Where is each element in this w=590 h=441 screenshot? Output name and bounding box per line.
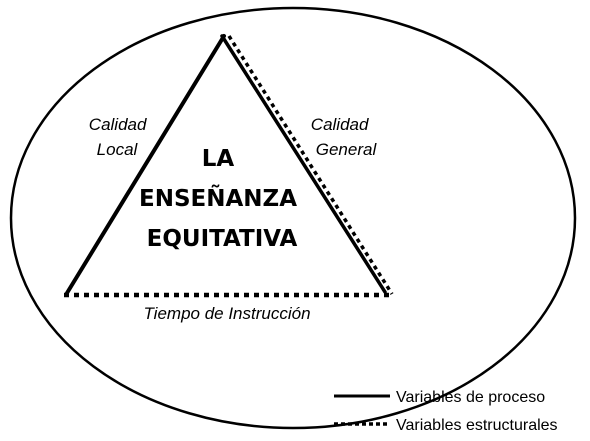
triangle-right-side-solid xyxy=(220,34,387,294)
center-title: LA ENSEÑANZA EQUITATIVA xyxy=(139,146,305,252)
legend: Variables de proceso Variables estructur… xyxy=(334,389,558,434)
right-side-label-line-1: Calidad xyxy=(311,115,369,134)
legend-solid-label: Variables de proceso xyxy=(396,389,545,406)
outer-circle xyxy=(9,6,577,430)
left-side-label-line-2: Local xyxy=(97,140,139,159)
right-side-label-line-2: General xyxy=(316,140,378,159)
center-title-line-1: LA xyxy=(202,146,235,172)
left-side-label: Calidad Local xyxy=(89,115,151,159)
center-title-line-2: ENSEÑANZA xyxy=(139,184,297,212)
center-title-line-3: EQUITATIVA xyxy=(147,226,298,252)
triangle-left-side-solid xyxy=(65,34,226,295)
base-label: Tiempo de Instrucción xyxy=(143,304,310,323)
right-side-label: Calidad General xyxy=(311,115,378,159)
left-side-label-line-1: Calidad xyxy=(89,115,147,134)
triangle-right-side-dotted xyxy=(227,35,394,295)
legend-dotted-label: Variables estructurales xyxy=(396,417,558,434)
